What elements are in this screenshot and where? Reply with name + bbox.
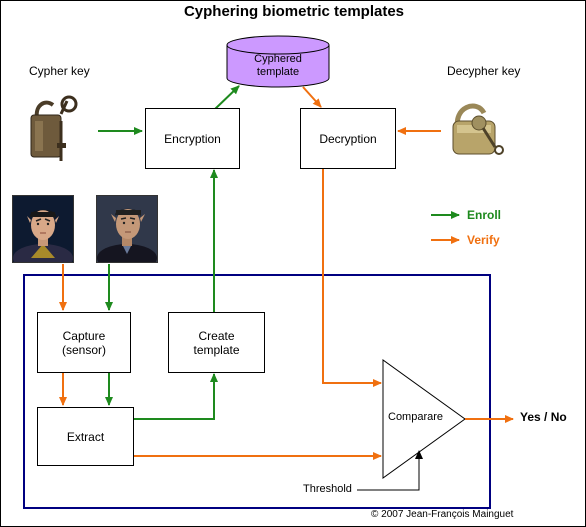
decryption-box: Decryption <box>300 108 396 169</box>
copyright-notice: © 2007 Jean-François Mainguet <box>371 509 514 520</box>
threshold-label: Threshold <box>303 483 352 495</box>
cypher-key-icon <box>30 95 78 161</box>
arrow-database-to-decryption <box>302 86 322 108</box>
portrait-verify <box>12 195 74 263</box>
cyphered-template-database <box>226 35 330 88</box>
extract-box: Extract <box>37 407 134 466</box>
decypher-key-label: Decypher key <box>447 64 521 78</box>
create-template-box: Create template <box>168 312 265 373</box>
page-title: Cyphering biometric templates <box>183 3 405 20</box>
arrow-decryption-to-comparator <box>322 168 382 387</box>
arrow-threshold-to-comparator <box>357 450 423 491</box>
arrow-encryption-to-database <box>213 85 240 111</box>
legend-verify-label: Verify <box>467 233 500 247</box>
decypher-key-icon <box>452 103 504 155</box>
legend-enroll-label: Enroll <box>467 208 502 222</box>
portrait-enroll <box>96 195 158 263</box>
cypher-key-label: Cypher key <box>29 64 90 78</box>
capture-box: Capture (sensor) <box>37 312 131 373</box>
result-label: Yes / No <box>520 410 567 424</box>
comparator-triangle <box>382 359 466 479</box>
system-boundary <box>23 274 491 509</box>
arrow-extract-to-create <box>134 373 218 420</box>
encryption-box: Encryption <box>145 108 240 169</box>
comparator-label: Comparare <box>388 411 444 423</box>
cyphered-template-label: Cyphered template <box>254 53 302 78</box>
